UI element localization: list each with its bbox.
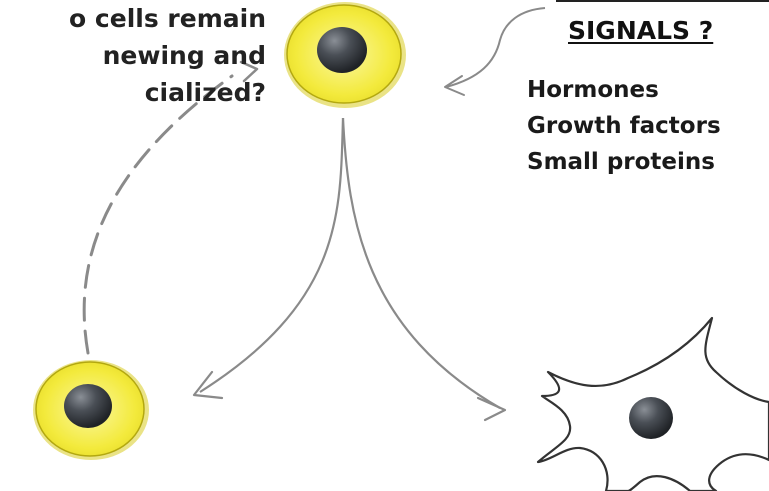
nucleus-icon: [317, 27, 367, 73]
signal-item-small-proteins: Small proteins: [527, 144, 721, 180]
nucleus-icon: [629, 397, 673, 439]
question-line-2: newing and: [103, 41, 266, 70]
question-text: o cells remain newing and cialized?: [69, 0, 266, 111]
signals-box-top-border: [556, 0, 769, 2]
self-renewal-dashed-arrow: [84, 76, 232, 353]
signal-item-hormones: Hormones: [527, 72, 721, 108]
question-line-1: o cells remain: [69, 4, 266, 33]
question-line-3: cialized?: [145, 78, 266, 107]
specialized-cell: [538, 318, 769, 491]
signal-item-growth-factors: Growth factors: [527, 108, 721, 144]
branch-arrow-right: [343, 118, 500, 408]
branch-arrowhead-right-icon: [478, 398, 505, 420]
signal-list: Hormones Growth factors Small proteins: [527, 72, 721, 180]
branch-arrow-left: [200, 118, 343, 392]
nucleus-icon: [64, 384, 112, 428]
branch-arrowhead-left-icon: [194, 372, 222, 398]
stem-cell-renewed: [33, 360, 149, 460]
signals-heading: SIGNALS ?: [568, 15, 713, 47]
stem-cell-top: [284, 2, 406, 108]
